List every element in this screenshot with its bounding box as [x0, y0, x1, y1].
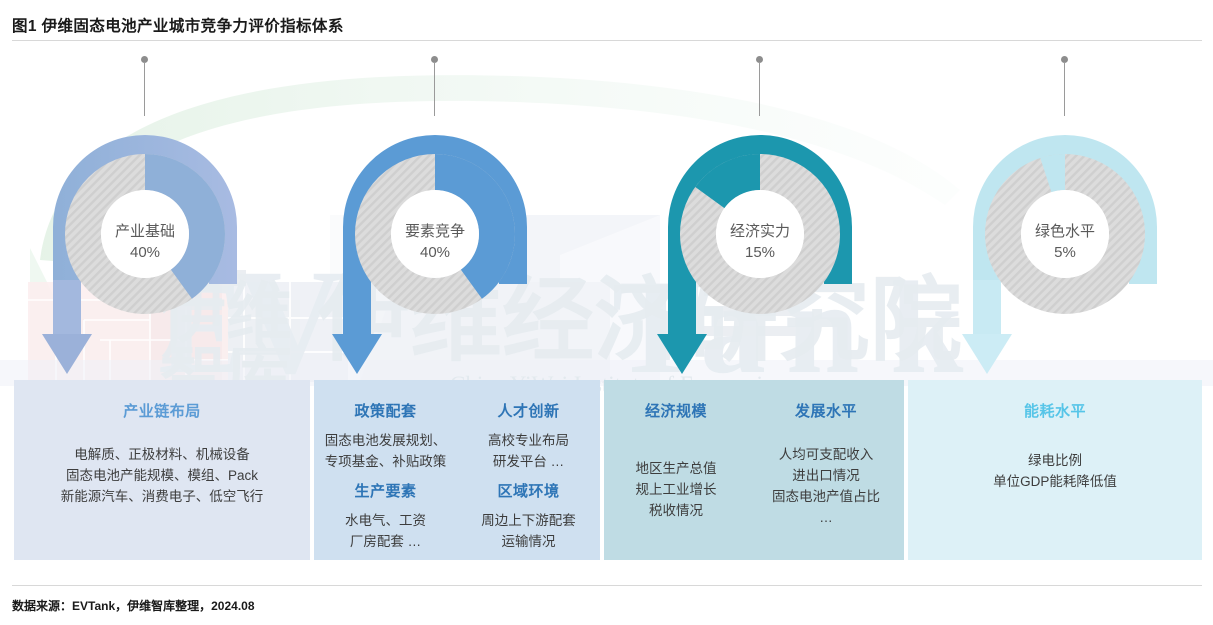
card-body-2: 水电气、工资 厂房配套 … [345, 513, 426, 549]
pillar-donut-4 [985, 154, 1145, 314]
pillar-2: 要素竞争 40% [285, 52, 585, 392]
card-column-development: 发展水平 人均可支配收入 进出口情况 固态电池产值占比 … [748, 380, 904, 528]
connector-stem [434, 62, 435, 116]
connector-stem [1064, 62, 1065, 116]
card-heading: 人才创新 [497, 403, 560, 420]
connector-dot-icon [431, 56, 438, 63]
card-heading: 发展水平 [794, 403, 857, 420]
card-heading: 经济规模 [644, 403, 707, 420]
card-green-level: 能耗水平 绿电比例 单位GDP能耗降低值 [908, 380, 1202, 560]
card-heading: 能耗水平 [1023, 403, 1086, 420]
card-body: 地区生产总值 规上工业增长 税收情况 [635, 461, 717, 518]
card-body: 人均可支配收入 进出口情况 固态电池产值占比 … [772, 447, 880, 525]
card-heading: 产业链布局 [123, 403, 201, 420]
pillar-donut-1 [65, 154, 225, 314]
card-body-2: 周边上下游配套 运输情况 [481, 513, 576, 549]
card-body: 高校专业布局 研发平台 … [488, 433, 569, 469]
connector-stem [144, 62, 145, 116]
pillar-1: 产业基础 40% [0, 52, 295, 392]
card-industry-base: 产业链布局 电解质、正极材料、机械设备 固态电池产能规模、模组、Pack 新能源… [14, 380, 310, 560]
pillar-donut-2 [355, 154, 515, 314]
card-factor-competition: 政策配套 固态电池发展规划、 专项基金、补贴政策 生产要素 水电气、工资 厂房配… [314, 380, 600, 560]
svg-text:V: V [236, 239, 344, 405]
card-body: 电解质、正极材料、机械设备 固态电池产能规模、模组、Pack 新能源汽车、消费电… [60, 447, 264, 504]
page-title: 图1 伊维固态电池产业城市竞争力评价指标体系 [12, 18, 344, 35]
connector-dot-icon [756, 56, 763, 63]
card-body: 固态电池发展规划、 专项基金、补贴政策 [324, 433, 447, 469]
svg-text:k: k [890, 254, 964, 401]
card-heading-2: 生产要素 [354, 483, 417, 500]
card-body: 绿电比例 单位GDP能耗降低值 [993, 453, 1117, 489]
card-column-policy: 政策配套 固态电池发展规划、 专项基金、补贴政策 生产要素 水电气、工资 厂房配… [314, 380, 457, 552]
card-heading: 政策配套 [354, 403, 417, 420]
card-economic-strength: 经济规模 地区生产总值 规上工业增长 税收情况 发展水平 人均可支配收入 进出口… [604, 380, 904, 560]
footer-divider [12, 585, 1202, 586]
pillar-donut-3 [680, 154, 840, 314]
card-column-scale: 经济规模 地区生产总值 规上工业增长 税收情况 [604, 380, 748, 528]
connector-dot-icon [1061, 56, 1068, 63]
pillar-3: 经济实力 15% [610, 52, 910, 392]
card-heading-2: 区域环境 [497, 483, 560, 500]
data-source-note: 数据来源：EVTank，伊维智库整理，2024.08 [12, 599, 255, 613]
card-column-talent: 人才创新 高校专业布局 研发平台 … 区域环境 周边上下游配套 运输情况 [457, 380, 600, 552]
connector-stem [759, 62, 760, 116]
title-divider [12, 40, 1202, 41]
pillar-4: 绿色水平 5% [915, 52, 1213, 392]
connector-dot-icon [141, 56, 148, 63]
